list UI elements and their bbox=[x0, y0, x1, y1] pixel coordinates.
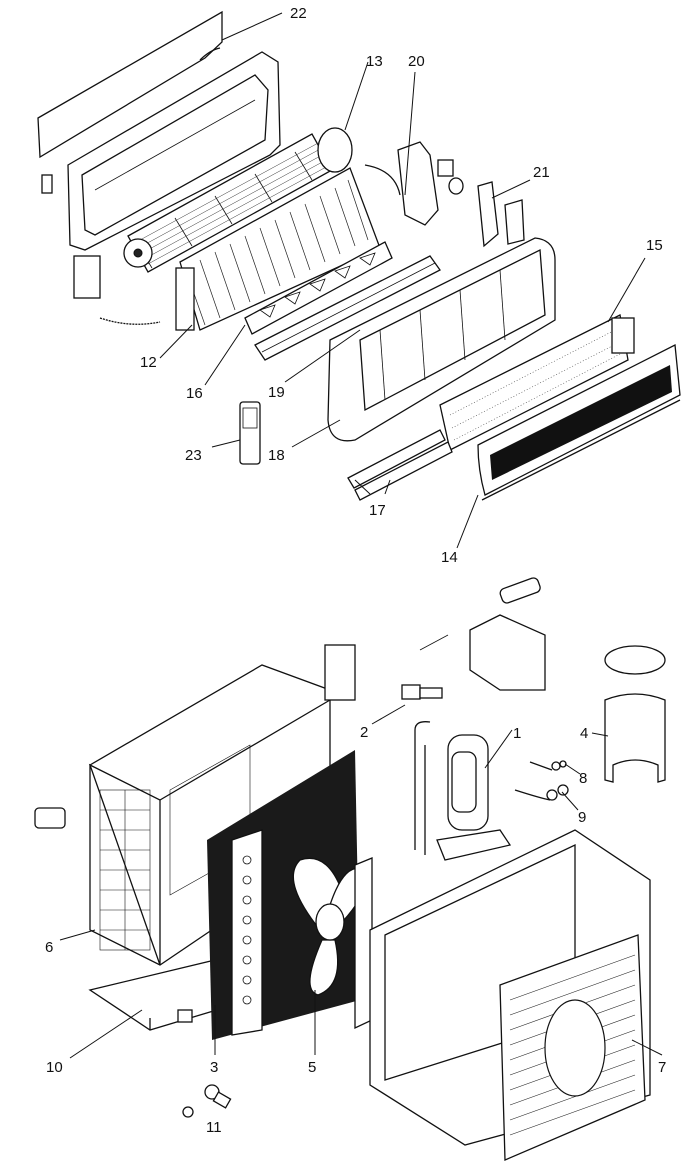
callout-6: 6 bbox=[45, 939, 53, 956]
part-21-pcb bbox=[477, 181, 525, 248]
callout-19: 19 bbox=[268, 384, 285, 401]
callout-18: 18 bbox=[268, 447, 285, 464]
part-20-control-box bbox=[364, 141, 464, 226]
part-22-rear-plate bbox=[37, 10, 281, 299]
callout-3: 3 bbox=[210, 1059, 218, 1076]
part-4-jacket bbox=[604, 645, 666, 783]
callout-21: 21 bbox=[533, 164, 550, 181]
callout-20: 20 bbox=[408, 53, 425, 70]
callout-labels: 22 13 20 21 15 12 16 19 23 18 17 14 2 1 … bbox=[45, 5, 666, 1136]
callout-1: 1 bbox=[513, 725, 521, 742]
part-19-drain-tray bbox=[254, 255, 441, 361]
callout-22: 22 bbox=[290, 5, 307, 22]
part-9-valve bbox=[514, 784, 569, 801]
leader-lines bbox=[59, 12, 663, 1059]
part-12-evaporator bbox=[99, 167, 381, 331]
part-14-front-panel bbox=[477, 343, 681, 501]
part-23-remote bbox=[239, 401, 261, 465]
part-18-front-cover bbox=[327, 237, 556, 442]
part-8-valve bbox=[529, 760, 567, 771]
callout-17: 17 bbox=[369, 502, 386, 519]
callout-11: 11 bbox=[206, 1119, 222, 1136]
part-17-vanes bbox=[347, 429, 453, 501]
callout-12: 12 bbox=[140, 354, 157, 371]
callout-7: 7 bbox=[658, 1059, 666, 1076]
callout-14: 14 bbox=[441, 549, 458, 566]
callout-8: 8 bbox=[579, 770, 587, 787]
callout-15: 15 bbox=[646, 237, 663, 254]
callout-2: 2 bbox=[360, 724, 368, 741]
callout-9: 9 bbox=[578, 809, 586, 826]
part-7-grille bbox=[499, 934, 646, 1161]
part-1-compressor bbox=[414, 721, 512, 861]
part-13-fan-motor bbox=[123, 127, 353, 273]
callout-16: 16 bbox=[186, 385, 203, 402]
callout-23: 23 bbox=[185, 447, 202, 464]
callout-5: 5 bbox=[308, 1059, 316, 1076]
callout-10: 10 bbox=[46, 1059, 63, 1076]
part-11-drain-fitting bbox=[182, 1084, 232, 1118]
part-15-filter bbox=[439, 314, 635, 451]
part-16-louvers bbox=[244, 241, 393, 335]
part-2-solenoid bbox=[401, 684, 443, 700]
callout-4: 4 bbox=[580, 725, 588, 742]
electrical-box bbox=[419, 577, 546, 691]
callout-13: 13 bbox=[366, 53, 383, 70]
